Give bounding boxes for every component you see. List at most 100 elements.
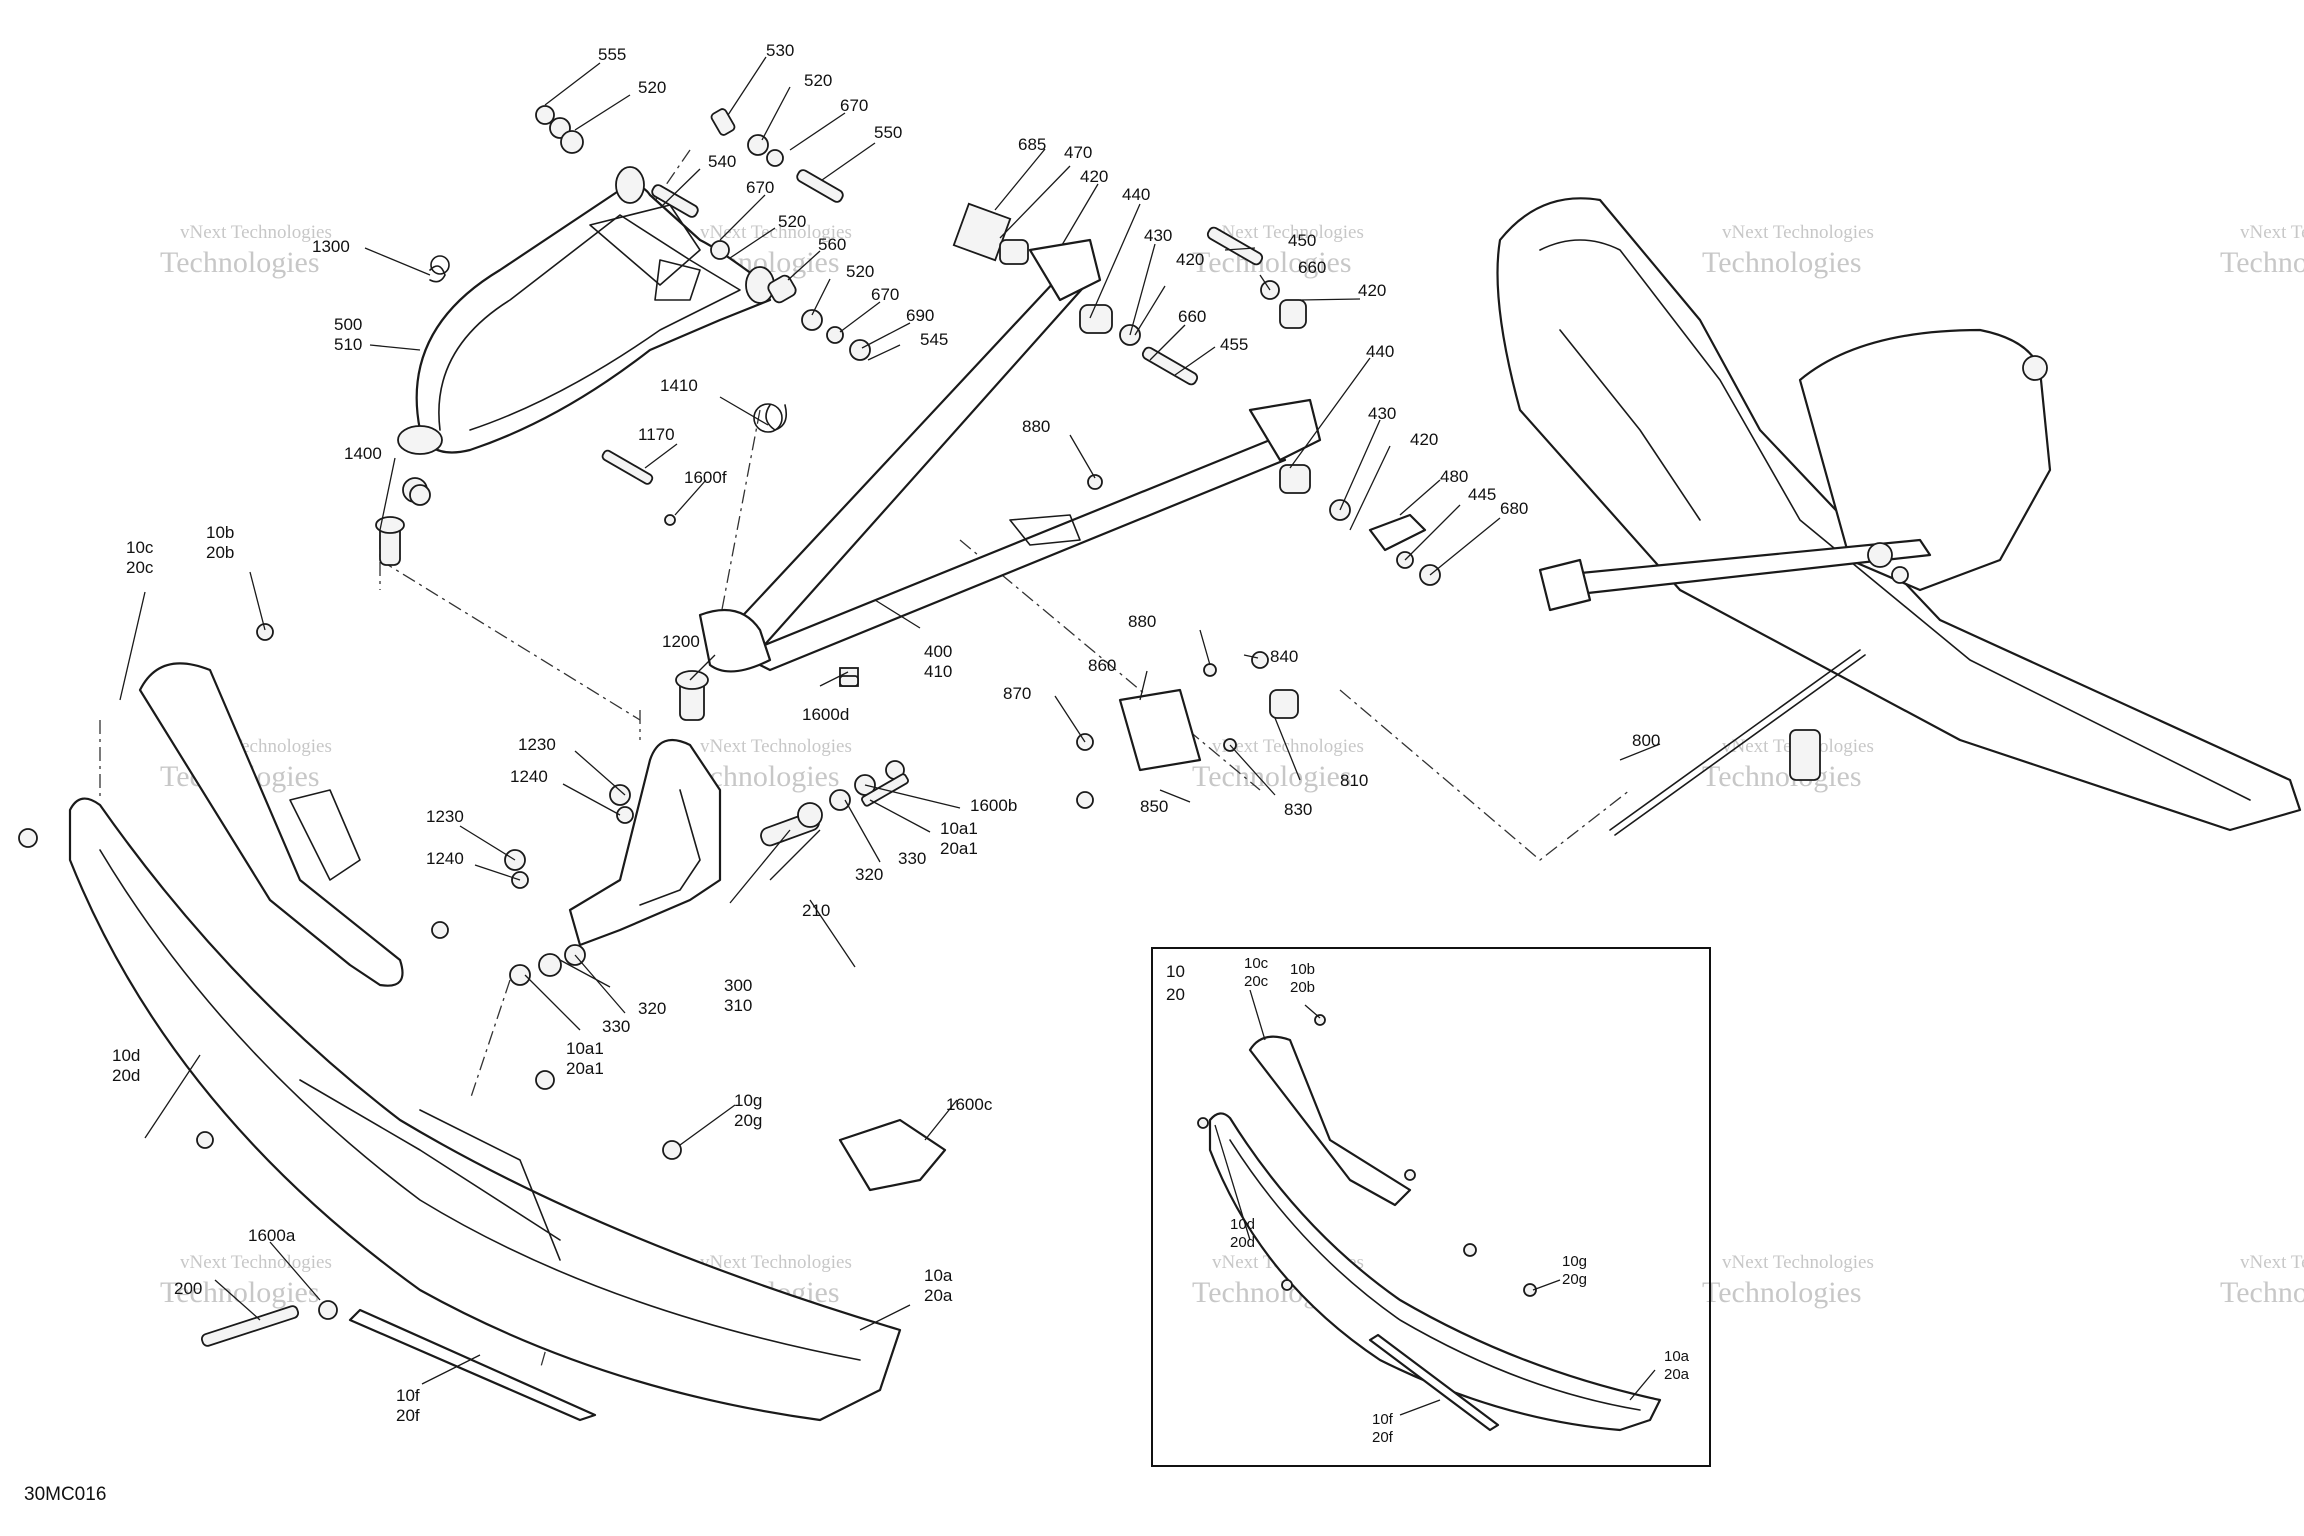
watermark-text: vNext Technologies [1722,1252,1874,1273]
callout-label: 1300 [312,237,350,256]
hardware-items [200,105,1441,1347]
inset-callout-label: 20b [1290,979,1315,996]
callout-label: 430 [1144,226,1172,245]
ski-leg [138,623,449,987]
callout-label: 1600a [248,1226,296,1245]
callout-label: 520 [846,262,874,281]
leader-lines [119,56,1661,1385]
callout-label: 10b [206,523,234,542]
inset-header-label: 20 [1166,985,1185,1004]
callout-label: 440 [1122,185,1150,204]
callout-label: 1600d [802,705,849,724]
callout-label: 520 [804,71,832,90]
inset-callout-label: 10f [1372,1411,1394,1428]
callout-label: 450 [1288,231,1316,250]
diagram-code: 30MC016 [24,1484,106,1505]
inset-callout-label: 10a [1664,1348,1690,1365]
callout-label: 880 [1128,612,1156,631]
callout-label: 10a1 [940,819,978,838]
inset-callout-label: 20g [1562,1271,1587,1288]
callout-label: 420 [1176,250,1204,269]
callout-label: 410 [924,662,952,681]
callout-label: 20c [126,558,154,577]
callout-label: 200 [174,1279,202,1298]
watermark-text: vNext Technologies [180,222,332,243]
callout-label: 660 [1178,307,1206,326]
callout-label: 480 [1440,467,1468,486]
callout-label: 20b [206,543,234,562]
watermark-text: vNext Technologies [1212,222,1364,243]
watermark-text: vNext Technologies [700,222,852,243]
watermark-text: Technologies [1192,760,1352,793]
callout-label: 685 [1018,135,1046,154]
callout-label: 870 [1003,684,1031,703]
callout-label: 20d [112,1066,140,1085]
callout-label: 10f [396,1386,420,1405]
callout-label: 1230 [518,735,556,754]
callout-label: 330 [898,849,926,868]
callout-label: 330 [602,1017,630,1036]
callout-label: 670 [840,96,868,115]
callout-label: 10c [126,538,154,557]
watermark-text: Technologies [2220,246,2304,279]
watermark-text: vNext Technologies [2240,222,2304,243]
watermark-text: vNext Technologies [1212,736,1364,757]
callout-labels: 555 520 530 520 670 550 540 670 520 560 … [112,41,1690,1446]
callout-label: 10a1 [566,1039,604,1058]
watermark-text: Technologies [1702,760,1862,793]
watermark-text: Technologies [2220,1276,2304,1309]
callout-label: 830 [1284,800,1312,819]
inset-callout-label: 10c [1244,955,1269,972]
callout-label: 310 [724,996,752,1015]
callout-label: 860 [1088,656,1116,675]
callout-label: 510 [334,335,362,354]
callout-label: 660 [1298,258,1326,277]
callout-label: 810 [1340,771,1368,790]
callout-label: 1200 [662,632,700,651]
inset-callout-label: 20c [1244,973,1269,990]
callout-label: 420 [1410,430,1438,449]
inset-callout-label: 20a [1664,1366,1690,1383]
callout-label: 455 [1220,335,1248,354]
callout-label: 545 [920,330,948,349]
assembled-view [1496,197,2302,836]
inset-callout-label: 10d [1230,1216,1255,1233]
inset-callout-label: 20f [1372,1429,1394,1446]
callout-label: 560 [818,235,846,254]
callout-label: 530 [766,41,794,60]
watermark-text: vNext Technologies [700,1252,852,1273]
callout-label: 20a [924,1286,953,1305]
callout-label: 1600b [970,796,1017,815]
callout-label: 680 [1500,499,1528,518]
callout-label: 840 [1270,647,1298,666]
callout-label: 1230 [426,807,464,826]
callout-label: 550 [874,123,902,142]
callout-label: 470 [1064,143,1092,162]
watermark-text: Technologies [160,1276,320,1309]
callout-label: 20a1 [940,839,978,858]
callout-label: 500 [334,315,362,334]
inset-callout-label: 20d [1230,1234,1255,1251]
callout-label: 445 [1468,485,1496,504]
callout-label: 20f [396,1406,420,1425]
watermark-text: vNext Technologies [1722,222,1874,243]
callout-label: 400 [924,642,952,661]
upper-a-arm [397,166,775,455]
inset-callout-label: 10b [1290,961,1315,978]
watermark-text: vNext Technologies [180,1252,332,1273]
callout-label: 420 [1358,281,1386,300]
callout-label: 320 [638,999,666,1018]
callout-label: 520 [638,78,666,97]
callout-label: 1410 [660,376,698,395]
callout-label: 10g [734,1091,762,1110]
callout-label: 430 [1368,404,1396,423]
callout-label: 440 [1366,342,1394,361]
callout-label: 300 [724,976,752,995]
callout-label: 520 [778,212,806,231]
ski [18,797,902,1422]
callout-label: 320 [855,865,883,884]
watermark-text: vNext Technologies [2240,1252,2304,1273]
callout-label: 10d [112,1046,140,1065]
watermark-text: Technologies [1702,1276,1862,1309]
